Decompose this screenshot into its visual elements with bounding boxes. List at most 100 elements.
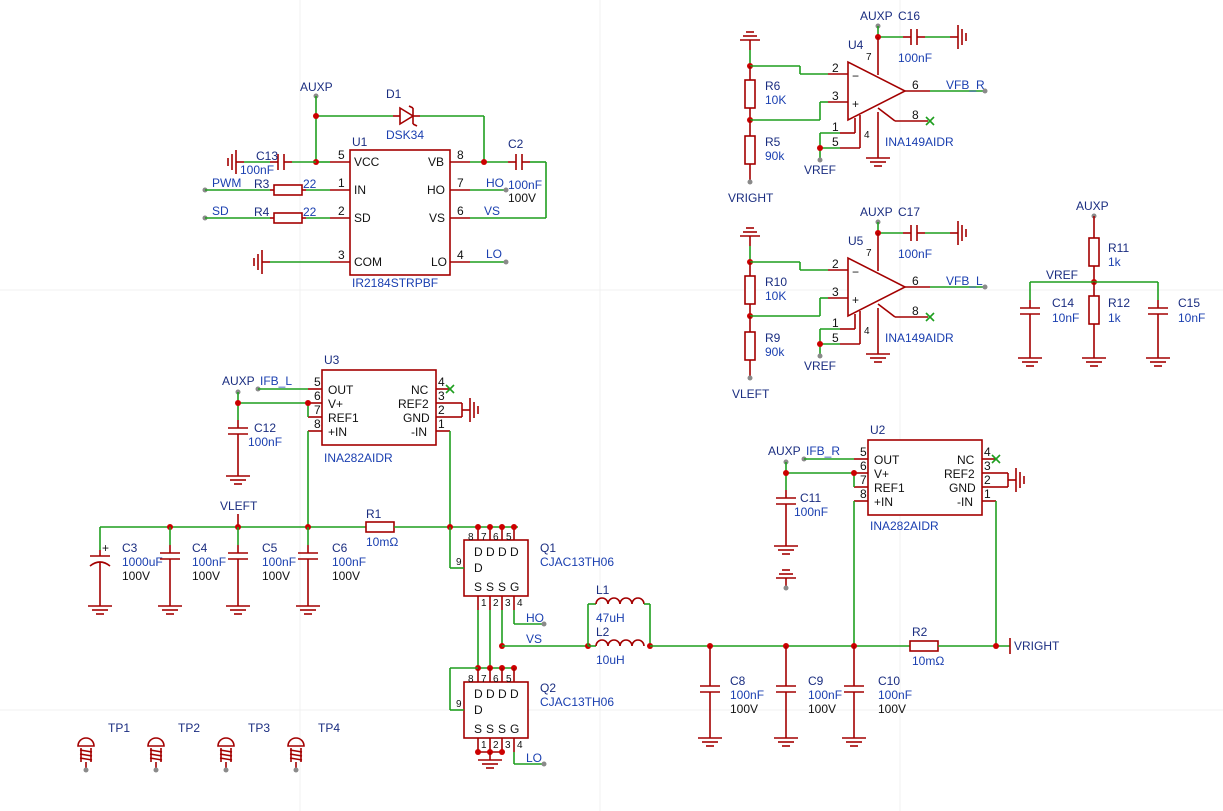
u5-pin4: 4	[864, 326, 870, 337]
c17-value: 100nF	[898, 247, 932, 261]
u4-vref: VREF	[804, 163, 836, 177]
c4-value: 100nF	[192, 555, 226, 569]
d1-part: DSK34	[386, 128, 424, 142]
q2-lo-net: LO	[526, 751, 542, 765]
svg-text:4: 4	[517, 740, 523, 751]
u3-inminus: -IN	[411, 425, 427, 439]
svg-text:2: 2	[493, 740, 499, 751]
u5-pin8: 8	[912, 304, 919, 318]
svg-text:5: 5	[506, 532, 512, 543]
r10-ref: R10	[765, 275, 787, 289]
u5-pin7: 7	[866, 248, 872, 259]
svg-text:S: S	[498, 580, 506, 594]
u3-ref2: REF2	[398, 397, 429, 411]
svg-text:S: S	[474, 580, 482, 594]
u2-part: INA282AIDR	[870, 519, 939, 533]
nc-x-icon	[925, 116, 935, 126]
gate-driver-block: U1 IR2184STRPBF 5 1 2 3 VCC IN SD COM 8 …	[202, 80, 547, 290]
tp1[interactable]: TP1	[77, 721, 130, 774]
r1-value: 10mΩ	[366, 535, 398, 549]
svg-text:S: S	[486, 580, 494, 594]
u2-nc: NC	[957, 453, 975, 467]
ifb-r-net: IFB_R	[806, 444, 840, 458]
u3-pin3: 3	[438, 389, 445, 403]
svg-text:1: 1	[481, 598, 487, 609]
r4-ref: R4	[254, 205, 270, 219]
tp4[interactable]: TP4	[287, 721, 340, 774]
svg-text:S: S	[486, 722, 494, 736]
c9-voltage: 100V	[808, 702, 836, 716]
u1-body	[349, 149, 451, 276]
u5-pin5: 5	[832, 331, 839, 345]
svg-text:D: D	[498, 687, 507, 701]
u1-lo-net: LO	[486, 247, 502, 261]
svg-text:9: 9	[456, 699, 462, 710]
svg-text:9: 9	[456, 557, 462, 568]
u2-pin6: 6	[860, 459, 867, 473]
u1-pin7-num: 7	[457, 176, 464, 190]
svg-text:+: +	[852, 97, 859, 111]
r5-value: 90k	[765, 149, 785, 163]
tp4-ref: TP4	[318, 721, 340, 735]
q2-ref: Q2	[540, 681, 556, 695]
u1-pin-com: COM	[354, 255, 382, 269]
u3-body	[321, 369, 437, 446]
c15-ref: C15	[1178, 296, 1200, 310]
svg-text:G: G	[510, 722, 519, 736]
svg-text:6: 6	[493, 532, 499, 543]
tp3[interactable]: TP3	[217, 721, 270, 774]
u4-pin6: 6	[912, 78, 919, 92]
u2-pin3: 3	[984, 459, 991, 473]
vleft-net: VLEFT	[220, 499, 258, 513]
tp2-ref: TP2	[178, 721, 200, 735]
svg-text:3: 3	[505, 598, 511, 609]
vright-net: VRIGHT	[1014, 639, 1060, 653]
svg-text:−: −	[852, 69, 859, 83]
u5-pin6: 6	[912, 274, 919, 288]
u5-body	[847, 256, 907, 318]
u2-pin8: 8	[860, 487, 867, 501]
tp3-ref: TP3	[248, 721, 270, 735]
svg-text:2: 2	[493, 598, 499, 609]
u2-pin2: 2	[984, 473, 991, 487]
svg-text:D: D	[474, 703, 483, 717]
amp-right-block: AUXP C16 100nF 7 U4 − + 2 3 6 VFB_R 8 4	[728, 9, 988, 205]
u3-pin8: 8	[314, 417, 321, 431]
d1-ref: D1	[386, 87, 402, 101]
u5-auxp: AUXP	[860, 205, 893, 219]
u3-vplus: V+	[328, 397, 343, 411]
u2-vplus: V+	[874, 467, 889, 481]
tp2[interactable]: TP2	[147, 721, 200, 774]
c11-value: 100nF	[794, 505, 828, 519]
u1-pin5-num: 5	[338, 148, 345, 162]
c10-voltage: 100V	[878, 702, 906, 716]
u4-auxp: AUXP	[860, 9, 893, 23]
nc-x-icon	[445, 384, 455, 394]
u2-auxp: AUXP	[768, 444, 801, 458]
u3-ref1: REF1	[328, 411, 359, 425]
u2-body	[867, 439, 983, 516]
r11-value: 1k	[1108, 255, 1122, 269]
svg-text:1: 1	[481, 740, 487, 751]
c10-value: 100nF	[878, 688, 912, 702]
svg-text:D: D	[474, 545, 483, 559]
u4-body	[847, 60, 907, 122]
c12-ref: C12	[254, 421, 276, 435]
c15-value: 10nF	[1178, 311, 1205, 325]
u1-pin-sd: SD	[354, 211, 371, 225]
ifb-l-net: IFB_L	[260, 374, 292, 388]
c14-value: 10nF	[1052, 311, 1079, 325]
u3-out: OUT	[328, 383, 354, 397]
q1-ref: Q1	[540, 541, 556, 555]
c3-voltage: 100V	[122, 569, 150, 583]
u1-pin2-num: 2	[338, 204, 345, 218]
u3-nc: NC	[411, 383, 429, 397]
u4-pin7: 7	[866, 52, 872, 63]
r1-ref: R1	[366, 507, 382, 521]
u3-pin1: 1	[438, 417, 445, 431]
q2-part: CJAC13TH06	[540, 695, 614, 709]
vs-net: VS	[526, 632, 542, 646]
u2-pin1: 1	[984, 487, 991, 501]
